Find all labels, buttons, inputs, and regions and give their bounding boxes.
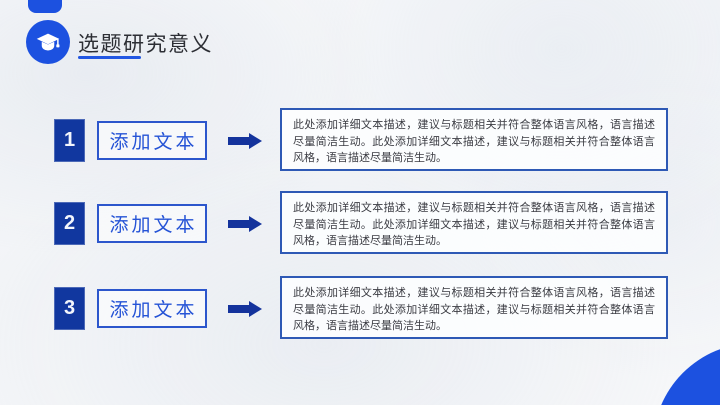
description-textbox[interactable]: 此处添加详细文本描述，建议与标题相关并符合整体语言风格，语言描述尽量简洁生动。此… — [280, 108, 668, 171]
right-arrow-icon — [228, 216, 262, 232]
graduation-cap-icon — [33, 27, 63, 57]
add-text-button[interactable]: 添加文本 — [97, 204, 207, 243]
title-underline — [78, 56, 141, 59]
step-number-badge: 2 — [54, 202, 85, 245]
step-number-badge: 3 — [54, 287, 85, 330]
right-arrow-icon — [228, 301, 262, 317]
page-title: 选题研究意义 — [78, 33, 213, 56]
right-arrow-icon — [228, 133, 262, 149]
description-textbox[interactable]: 此处添加详细文本描述，建议与标题相关并符合整体语言风格，语言描述尽量简洁生动。此… — [280, 191, 668, 254]
description-textbox[interactable]: 此处添加详细文本描述，建议与标题相关并符合整体语言风格，语言描述尽量简洁生动。此… — [280, 276, 668, 339]
top-left-accent-shape — [28, 0, 62, 13]
list-item: 3 添加文本 此处添加详细文本描述，建议与标题相关并符合整体语言风格，语言描述尽… — [0, 276, 720, 340]
step-number-badge: 1 — [54, 119, 85, 162]
list-item: 2 添加文本 此处添加详细文本描述，建议与标题相关并符合整体语言风格，语言描述尽… — [0, 191, 720, 255]
header-badge — [26, 20, 70, 64]
bottom-right-accent-circle — [653, 343, 720, 405]
list-item: 1 添加文本 此处添加详细文本描述，建议与标题相关并符合整体语言风格，语言描述尽… — [0, 108, 720, 172]
add-text-button[interactable]: 添加文本 — [97, 289, 207, 328]
add-text-button[interactable]: 添加文本 — [97, 121, 207, 160]
